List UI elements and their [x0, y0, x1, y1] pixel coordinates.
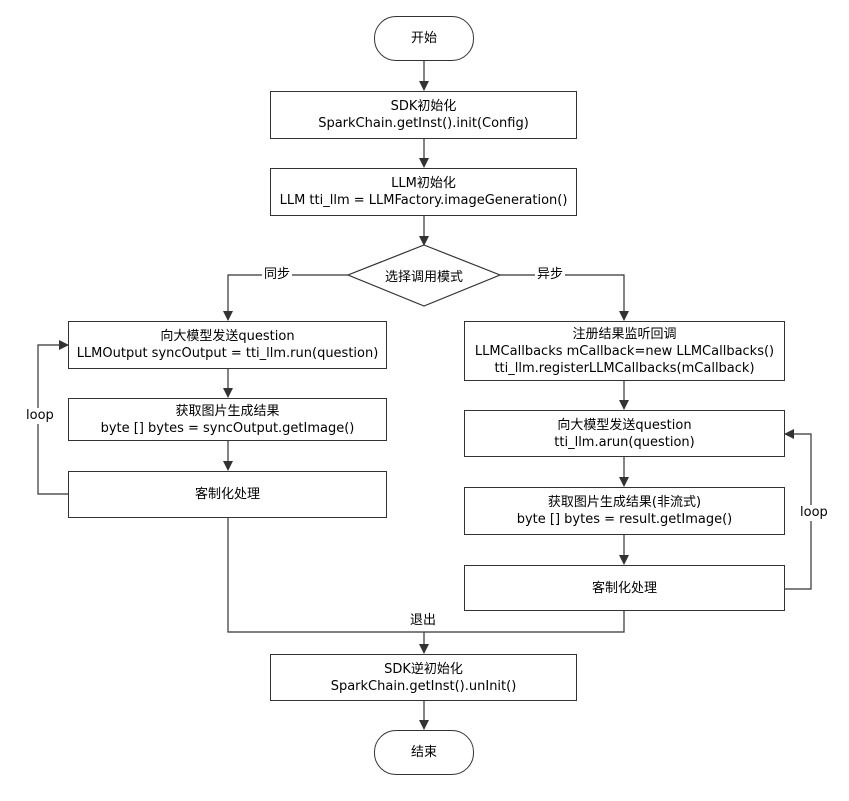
- async-custom-box: 客制化处理: [464, 565, 785, 611]
- sync-send-code: LLMOutput syncOutput = tti_llm.run(quest…: [76, 346, 379, 361]
- sdk-init-title: SDK初始化: [390, 99, 457, 114]
- sync-loop-label: loop: [24, 408, 56, 424]
- sdk-init-box: SDK初始化 SparkChain.getInst().init(Config): [270, 91, 577, 139]
- async-send-box: 向大模型发送question tti_llm.arun(question): [464, 410, 785, 457]
- sdk-uninit-code: SparkChain.getInst().unInit(): [330, 678, 517, 694]
- end-node: 结束: [374, 730, 474, 775]
- sync-get-title: 获取图片生成结果: [175, 403, 280, 419]
- start-label: 开始: [410, 31, 437, 46]
- sync-send-title: 向大模型发送question: [160, 329, 295, 344]
- arrow-sync-branch: [223, 274, 348, 321]
- exit-label: 退出: [408, 613, 439, 629]
- async-branch-label: 异步: [535, 267, 566, 283]
- async-custom-label: 客制化处理: [591, 580, 657, 596]
- async-send-title: 向大模型发送question: [557, 417, 692, 433]
- decision-diamond: [346, 244, 502, 307]
- line-exit-merge: [227, 518, 625, 633]
- async-register-title: 注册结果监听回调: [572, 326, 677, 342]
- async-get-code: byte [] bytes = result.getImage(): [516, 512, 733, 527]
- sync-send-box: 向大模型发送question LLMOutput syncOutput = tt…: [68, 321, 387, 369]
- async-loop-label: loop: [798, 505, 830, 521]
- llm-init-title: LLM初始化: [391, 176, 456, 191]
- async-register-code-1: LLMCallbacks mCallback=new LLMCallbacks(…: [474, 343, 775, 359]
- async-get-box: 获取图片生成结果(非流式) byte [] bytes = result.get…: [464, 487, 785, 535]
- end-label: 结束: [410, 745, 437, 760]
- sync-get-box: 获取图片生成结果 byte [] bytes = syncOutput.getI…: [68, 398, 387, 441]
- async-register-box: 注册结果监听回调 LLMCallbacks mCallback=new LLMC…: [464, 321, 785, 381]
- sync-branch-label: 同步: [262, 267, 293, 283]
- llm-init-box: LLM初始化 LLM tti_llm = LLMFactory.imageGen…: [270, 168, 577, 216]
- start-node: 开始: [374, 16, 474, 61]
- llm-init-code: LLM tti_llm = LLMFactory.imageGeneration…: [279, 193, 568, 208]
- async-get-title: 获取图片生成结果(非流式): [547, 495, 702, 510]
- sync-get-code: byte [] bytes = syncOutput.getImage(): [100, 420, 355, 436]
- sync-custom-label: 客制化处理: [194, 487, 260, 502]
- async-register-code-2: tti_llm.registerLLMCallbacks(mCallback): [494, 360, 755, 376]
- decision-label: 选择调用模式: [384, 270, 463, 285]
- sdk-init-code: SparkChain.getInst().init(Config): [318, 116, 529, 131]
- sync-custom-box: 客制化处理: [68, 471, 387, 518]
- sdk-uninit-box: SDK逆初始化 SparkChain.getInst().unInit(): [270, 654, 577, 701]
- sdk-uninit-title: SDK逆初始化: [384, 661, 463, 677]
- async-send-code: tti_llm.arun(question): [554, 434, 695, 450]
